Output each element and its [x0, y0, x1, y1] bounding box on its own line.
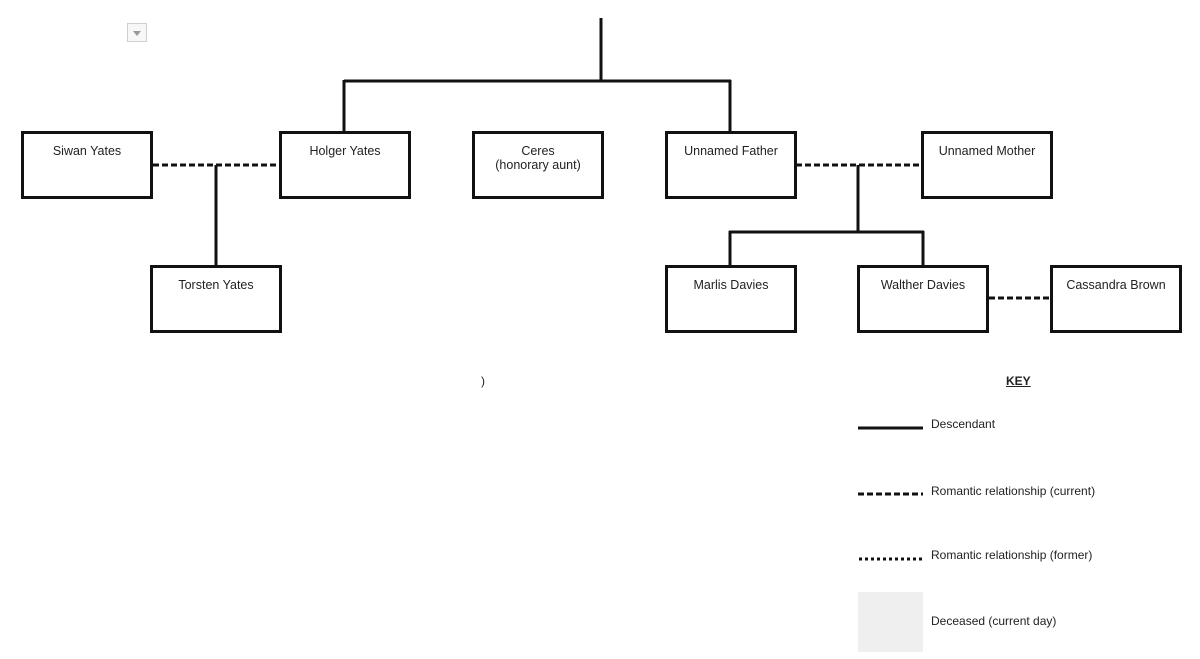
person-ceres: Ceres (honorary aunt) — [472, 131, 604, 199]
person-name: Walther Davies — [880, 278, 966, 292]
key-title: KEY — [1006, 374, 1031, 388]
stray-parenthesis-text: ) — [481, 374, 485, 388]
person-name: Marlis Davies — [693, 278, 769, 292]
person-siwan-yates: Siwan Yates — [21, 131, 153, 199]
person-name: Cassandra Brown — [1066, 278, 1166, 292]
person-walther-davies: Walther Davies — [857, 265, 989, 333]
person-name: Siwan Yates — [52, 144, 122, 158]
chevron-down-icon — [133, 31, 141, 36]
key-former-label: Romantic relationship (former) — [931, 548, 1093, 562]
key-current-label: Romantic relationship (current) — [931, 484, 1096, 498]
person-name: Holger Yates — [309, 144, 381, 158]
key-deceased-swatch — [858, 592, 923, 652]
person-marlis-davies: Marlis Davies — [665, 265, 797, 333]
person-unnamed-mother: Unnamed Mother — [921, 131, 1053, 199]
person-note: (honorary aunt) — [495, 158, 581, 172]
key-descendant-label: Descendant — [931, 417, 996, 431]
person-name: Ceres — [521, 144, 555, 158]
person-name: Unnamed Father — [684, 144, 778, 158]
key-deceased-label: Deceased (current day) — [931, 614, 1057, 628]
person-holger-yates: Holger Yates — [279, 131, 411, 199]
person-name: Unnamed Mother — [938, 144, 1036, 158]
dropdown-toggle[interactable] — [127, 23, 147, 42]
person-cassandra-brown: Cassandra Brown — [1050, 265, 1182, 333]
person-name: Torsten Yates — [178, 278, 254, 292]
person-torsten-yates: Torsten Yates — [150, 265, 282, 333]
person-unnamed-father: Unnamed Father — [665, 131, 797, 199]
